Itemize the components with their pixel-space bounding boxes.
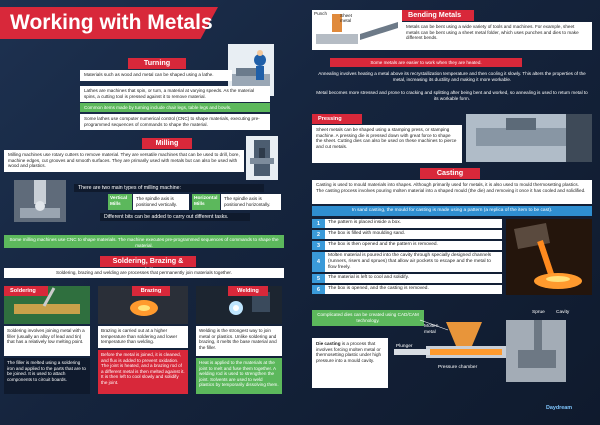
casting-step: 2 The box is filled with moulding sand. — [312, 230, 502, 239]
step-number: 3 — [312, 241, 325, 250]
turning-highlight: Common items made by turning include cha… — [80, 103, 270, 112]
casting-heading: Casting — [420, 168, 480, 179]
step-number: 5 — [312, 274, 325, 283]
pressing-heading: Pressing Metals — [312, 114, 362, 132]
soldering-label: Soldering — [4, 286, 48, 296]
title-banner — [0, 7, 218, 39]
annealing-p2: Metal becomes more stressed and prone to… — [316, 90, 588, 101]
step-text: The box is then opened and the pattern i… — [325, 241, 502, 250]
plunger-label: Plunger — [396, 344, 413, 349]
casting-step: 5 The material is left to cool and solid… — [312, 274, 502, 283]
horizontal-mills-label: Horizontal Mills — [192, 194, 220, 210]
annealing-p1: Annealing involves heating a metal above… — [318, 71, 586, 82]
joining-heading: Soldering, Brazing & Welding — [100, 256, 196, 275]
sand-casting-note: In sand casting, the mould for casting i… — [312, 206, 592, 216]
molten-metal-label: Molten metal — [424, 324, 439, 335]
turning-p2: Lathes are machines that spin, or turn, … — [80, 86, 270, 102]
vertical-mills-label: Vertical Mills — [108, 194, 132, 210]
milling-types-intro: There are two main types of milling mach… — [74, 184, 264, 192]
punch-label: Punch — [314, 11, 328, 16]
joining-intro: Soldering, brazing and welding are proce… — [4, 268, 284, 278]
soldering-p2: The filler is melted using a soldering i… — [4, 358, 90, 394]
milling-machine-image — [246, 136, 278, 180]
brazing-label: Brazing — [132, 286, 170, 296]
soldering-image — [4, 286, 90, 324]
die-casting-desc: is a process that involves forcing molte… — [316, 341, 382, 363]
step-text: The pattern is placed inside a box. — [325, 219, 502, 228]
bending-diagram — [312, 10, 402, 50]
casting-step: 6 The box is opened, and the casting is … — [312, 285, 502, 294]
brand-logo: Daydream — [546, 405, 573, 411]
casting-intro: Casting is used to mould materials into … — [312, 180, 592, 204]
step-number: 6 — [312, 285, 325, 294]
welding-p1: Welding is the strongest way to join met… — [196, 326, 282, 356]
step-text: The box is filled with moulding sand. — [325, 230, 502, 239]
cad-note: Complicated dies can be created using CA… — [312, 310, 424, 326]
step-text: The box is opened, and the casting is re… — [325, 285, 502, 294]
page-title: Working with Metals — [10, 11, 213, 34]
step-text: The material is left to cool and solidif… — [325, 274, 502, 283]
pressure-chamber-label: Pressure chamber — [438, 365, 478, 370]
die-casting-term: Die casting — [316, 341, 341, 346]
brazing-image — [98, 286, 188, 324]
milling-heading: Milling — [142, 138, 192, 149]
casting-steps: 1 The pattern is placed inside a box. 2 … — [312, 219, 502, 294]
welding-p2: Heat is applied to the materials at the … — [196, 358, 282, 394]
horizontal-mills-text: The spindle axis is positioned horizonta… — [221, 194, 281, 210]
step-number: 1 — [312, 219, 325, 228]
casting-step: 3 The box is then opened and the pattern… — [312, 241, 502, 250]
welding-label: Welding — [228, 286, 268, 296]
molten-metal-image — [506, 219, 592, 295]
casting-step: 1 The pattern is placed inside a box. — [312, 219, 502, 228]
brazing-p2: Before the metal is joined, it is cleane… — [98, 350, 188, 394]
turning-heading: Turning — [128, 58, 186, 69]
step-number: 4 — [312, 252, 325, 272]
step-text: Molten material is poured into the cavit… — [325, 252, 502, 272]
die-casting-diagram — [390, 300, 592, 400]
casting-step: 4 Molten material is poured into the cav… — [312, 252, 502, 272]
turning-p3: Some lathes use computer numerical contr… — [80, 114, 270, 130]
step-number: 2 — [312, 230, 325, 239]
milling-bits: Different bits can be added to carry out… — [100, 213, 250, 221]
milling-cnc: Some milling machines use CNC to shape m… — [4, 235, 284, 248]
cavity-label: Cavity — [556, 310, 570, 315]
sheet-metal-label: Sheet metal — [340, 13, 353, 24]
soldering-p1: Soldering involves joining metal with a … — [4, 326, 90, 356]
bending-note: Some metals are easier to work when they… — [330, 58, 522, 67]
turning-p1: Materials such as wood and metal can be … — [80, 70, 232, 81]
milling-cutter-image — [14, 180, 66, 222]
bending-heading: Bending Metals — [402, 10, 474, 21]
milling-p1: Milling machines use rotary cutters to r… — [4, 150, 244, 172]
pressing-text: Sheet metals can be shaped using a stamp… — [312, 125, 462, 163]
pressing-image — [466, 114, 592, 162]
sprue-label: Sprue — [532, 310, 545, 315]
die-casting-text: Die casting is a process that involves f… — [312, 338, 388, 388]
brazing-p1: Brazing is carried out at a higher tempe… — [98, 326, 188, 348]
bending-text: Metals can be bent using a wide variety … — [402, 22, 592, 50]
vertical-mills-text: The spindle axis is positioned verticall… — [133, 194, 189, 210]
